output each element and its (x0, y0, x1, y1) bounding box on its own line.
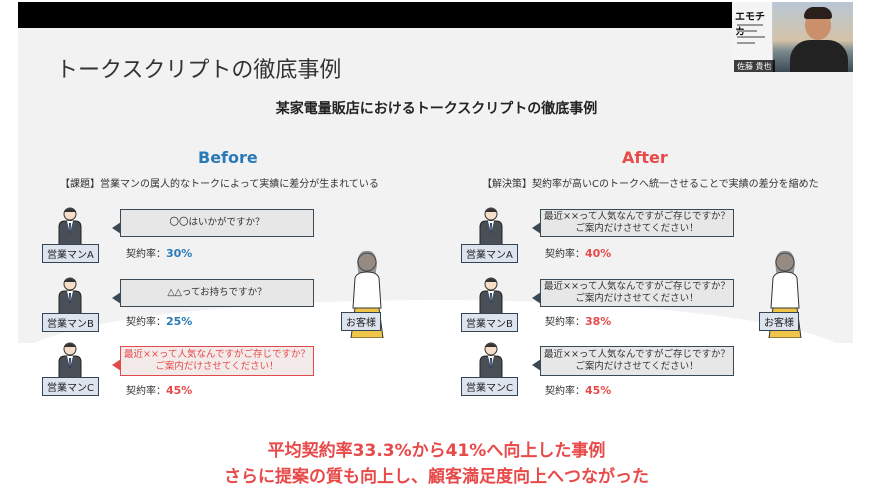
after-heading: After (622, 148, 668, 167)
after-rate-b: 契約率：38% (545, 315, 612, 328)
before-heading: Before (198, 148, 258, 167)
after-customer-label: お客様 (759, 312, 799, 331)
before-speech-b: △△ってお持ちですか？ (112, 279, 314, 307)
speaker-name-tag: 佐藤 貴也 (734, 60, 775, 72)
salesman-b-label: 営業マンB (42, 313, 99, 332)
top-bar (18, 2, 718, 28)
before-speech-a: 〇〇はいかがですか？ (112, 209, 314, 237)
logo-text: エモチカ (735, 12, 765, 38)
after-speech-b: 最近××って人気なんですがご存じですか？ ご案内だけさせてください！ (532, 279, 734, 307)
slide-subtitle: 某家電量販店におけるトークスクリプトの徹底事例 (275, 101, 598, 117)
speaker-video[interactable]: エモチカ 佐藤 貴也 (732, 2, 853, 72)
salesman-a-label: 営業マンA (42, 244, 99, 263)
before-rate-c: 契約率：45% (126, 384, 193, 397)
after-rate-a: 契約率：40% (545, 247, 612, 260)
after-salesman-c-label: 営業マンC (461, 377, 518, 396)
before-speech-c: 最近××って人気なんですがご存じですか？ ご案内だけさせてください！ (112, 346, 314, 376)
top-bar-gap (718, 2, 732, 28)
speaker-hair (804, 7, 832, 19)
salesman-c-label: 営業マンC (42, 377, 99, 396)
before-note: 【課題】営業マンの属人的なトークによって実績に差分が生まれている (60, 179, 379, 190)
before-customer-label: お客様 (341, 312, 381, 331)
slide-title: トークスクリプトの徹底事例 (56, 58, 342, 83)
after-speech-a: 最近××って人気なんですがご存じですか？ ご案内だけさせてください！ (532, 209, 734, 237)
before-rate-b: 契約率：25% (126, 315, 193, 328)
before-rate-a: 契約率：30% (126, 247, 193, 260)
after-salesman-a-label: 営業マンA (461, 244, 518, 263)
speaker-body (790, 40, 848, 72)
after-speech-c: 最近××って人気なんですがご存じですか？ ご案内だけさせてください！ (532, 346, 734, 376)
after-salesman-b-label: 営業マンB (461, 313, 518, 332)
conclusion-line-2: さらに提案の質も向上し、顧客満足度向上へつながった (224, 467, 649, 487)
after-rate-c: 契約率：45% (545, 384, 612, 397)
after-note: 【解決策】契約率が高いCのトークへ統一させることで実績の差分を縮めた (482, 179, 819, 190)
conclusion-line-1: 平均契約率33.3%から41%へ向上した事例 (267, 441, 606, 461)
